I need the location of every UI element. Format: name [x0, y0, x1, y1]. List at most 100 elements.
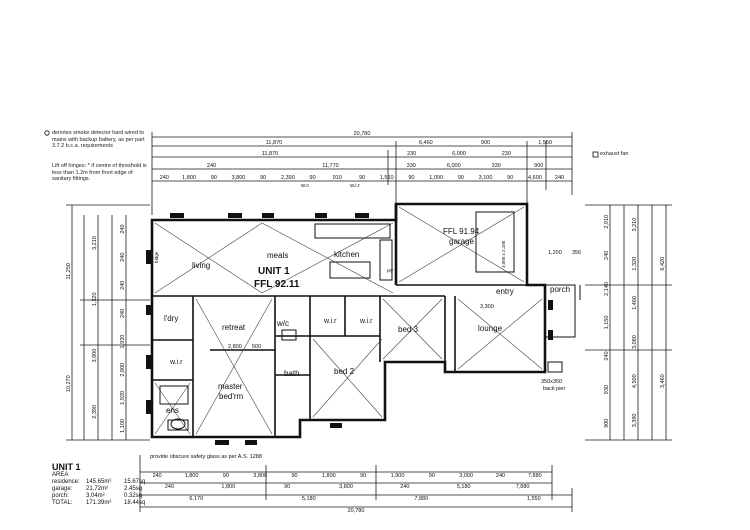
dimension-label: 11,770	[322, 163, 338, 169]
area-unit-title: UNIT 1	[52, 462, 81, 472]
dimension-label: 11,870	[266, 140, 282, 146]
pantry-label: pty	[387, 268, 394, 273]
dimension-label: 5,180	[302, 496, 316, 502]
dimension-label: 2,140	[604, 282, 610, 296]
dimension-label: 3,800	[253, 473, 267, 479]
dimension-label: 240	[120, 309, 126, 318]
dimension-label: 3,210	[92, 236, 98, 250]
dimension-label: 90	[429, 473, 435, 479]
room-lounge-label: lounge	[478, 324, 503, 333]
room-garage-label: garage	[449, 237, 474, 246]
room-master-label: master	[218, 382, 243, 391]
dimension-label: 240	[153, 473, 162, 479]
inner-dim-5: 356	[572, 250, 581, 256]
dimension-label: 2,390	[92, 405, 98, 419]
room-retreat-label: retreat	[222, 323, 246, 332]
smoke-detector-note: denotes smoke detector hard wired to mai…	[52, 130, 145, 149]
dimension-label: 7,880	[414, 496, 428, 502]
inner-dim-4: 1,200	[548, 250, 562, 256]
room-ldry-label: l'dry	[164, 314, 178, 323]
dimension-label: 7,880	[516, 484, 530, 490]
privacy-glass-note: provide obscure safety glass as per A.S.…	[150, 454, 262, 460]
dimension-label: 1,800	[221, 484, 235, 490]
unit-title: UNIT 1	[258, 266, 290, 277]
dimension-label: 240	[400, 484, 409, 490]
inner-dim-2: 500	[252, 344, 261, 350]
room-ens-label: ens	[166, 406, 179, 415]
dimension-label: 3,900	[92, 349, 98, 363]
dimension-label: 900	[481, 140, 490, 146]
dimension-label: 1,150	[604, 316, 610, 330]
dimension-label: 11,250	[66, 263, 72, 279]
dimension-label: 1,550	[527, 496, 541, 502]
dimension-label: w.i.r	[349, 183, 360, 189]
dimension-label: 240	[555, 175, 564, 181]
dimension-label: 3,800	[339, 484, 353, 490]
dimension-label: 90	[458, 175, 464, 181]
area-cell: 15.67sq	[124, 479, 146, 485]
dimension-label: 3,800	[232, 175, 246, 181]
dimension-label: 1,900	[391, 473, 405, 479]
dimension-label: 20,780	[348, 508, 365, 514]
room-bath-label: bath	[284, 369, 300, 378]
dimension-label: 90	[507, 175, 513, 181]
fridge-label: fridge	[154, 251, 159, 263]
garage-door-size: 3,000 x 2,100	[501, 240, 506, 268]
dimension-label: 5,180	[457, 484, 471, 490]
area-cell: 145.65m²	[86, 479, 112, 485]
room-wc-label: w/c	[276, 319, 289, 328]
area-cell: 2.45sq	[124, 486, 143, 492]
dimension-label: 240	[120, 253, 126, 262]
area-cell: 3.04m²	[86, 493, 105, 499]
dimension-label: 6,460	[419, 140, 433, 146]
area-row: residence: 145.65m² 15.67sq	[52, 479, 154, 486]
dimension-label: 1,550	[538, 140, 552, 146]
inner-dim-7: back pier	[543, 386, 565, 392]
garage-ffl: FFL 91.94	[443, 227, 480, 236]
room-meals-label: meals	[267, 251, 288, 260]
area-cell: 21.72m²	[86, 486, 109, 492]
dimension-label: 10,270	[66, 375, 72, 392]
dimension-label: 1,100	[120, 419, 126, 433]
dimension-label: 90	[223, 473, 229, 479]
area-cell: 18.44sq	[124, 500, 146, 506]
dimension-label: 7,880	[528, 473, 542, 479]
dimension-label: 230	[407, 151, 416, 157]
exhaust-fan-note: exhaust fan	[600, 151, 629, 157]
dimension-label: 6,000	[452, 151, 466, 157]
area-cell: 171.39m²	[86, 500, 112, 506]
dimension-label: 90	[360, 473, 366, 479]
lift-off-hinges-note: Lift off hinges: * if centre of threshol…	[52, 163, 147, 182]
area-cell: porch:	[52, 493, 69, 499]
dimension-label: 240	[120, 281, 126, 290]
dimension-label: 930	[604, 385, 610, 394]
room-wir3-label: w.i.r	[169, 359, 183, 366]
dimension-label: 1,460	[632, 296, 638, 310]
dimension-label: 240	[165, 484, 174, 490]
dimension-label: 20,780	[354, 131, 371, 137]
dimension-label: 11,870	[262, 151, 278, 157]
area-cell: residence:	[52, 479, 80, 485]
dimension-label: 1,320	[92, 292, 98, 306]
dimension-label: 240	[604, 351, 610, 360]
dimension-label: 4,500	[632, 374, 638, 388]
dimension-label: 330	[492, 163, 501, 169]
inner-dim-6: 350x350	[541, 379, 562, 385]
room-kitchen-label: kitchen	[334, 250, 359, 259]
dimension-label: 1,800	[185, 473, 199, 479]
dimension-label: 90	[260, 175, 266, 181]
dimension-label: 4,600	[528, 175, 542, 181]
dimension-label: 3,100	[479, 175, 493, 181]
dimension-label: 1,090	[429, 175, 443, 181]
room-entry-label: entry	[496, 287, 514, 296]
dimension-label: 230	[502, 151, 511, 157]
dimension-label: 3,390	[632, 414, 638, 428]
dimension-label: 2,800	[120, 363, 126, 377]
room-porch-label: porch	[550, 285, 570, 294]
room-wir1-label: w.i.r	[323, 318, 337, 325]
room-bed2-label: bed 2	[334, 367, 355, 376]
